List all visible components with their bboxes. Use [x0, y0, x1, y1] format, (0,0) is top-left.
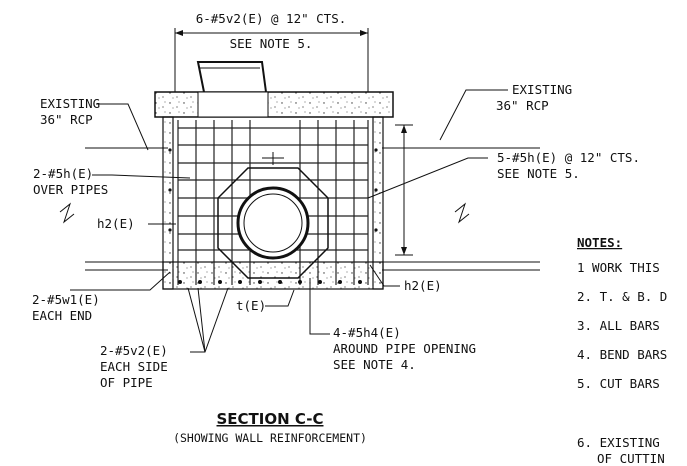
h4-line3: SEE NOTE 4. [333, 357, 416, 372]
v2-line2: EACH SIDE [100, 359, 168, 374]
right-bars-line1: 5-#5h(E) @ 12" CTS. [497, 150, 640, 165]
existing-rcp-left-line1: EXISTING [40, 96, 100, 111]
note-item: 1 WORK THIS [577, 260, 660, 275]
existing-rcp-right-line1: EXISTING [512, 82, 572, 97]
v2-line1: 2-#5v2(E) [100, 343, 168, 358]
h4-line1: 4-#5h4(E) [333, 325, 401, 340]
note-item: 4. BEND BARS [577, 347, 667, 362]
existing-pipes [59, 147, 540, 271]
top-slab [154, 61, 394, 118]
note-item: OF CUTTIN [597, 451, 665, 466]
box-walls [162, 116, 384, 290]
section-title: SECTION C-C [217, 410, 324, 428]
leader-lines [70, 89, 508, 353]
top-bars-label: 6-#5v2(E) @ 12" CTS. [196, 11, 347, 26]
pipe-opening [217, 152, 329, 279]
notes-panel: NOTES: 1 WORK THIS 2. T. & B. D 3. ALL B… [577, 235, 667, 466]
h2-right-label: h2(E) [404, 278, 442, 293]
notes-heading: NOTES: [577, 235, 622, 250]
t-label: t(E) [236, 298, 266, 313]
existing-rcp-right-line2: 36" RCP [496, 98, 549, 113]
dimension-lines [174, 28, 413, 256]
note-item: 3. ALL BARS [577, 318, 660, 333]
over-pipes-line1: 2-#5h(E) [33, 166, 93, 181]
over-pipes-line2: OVER PIPES [33, 182, 108, 197]
right-bars-line2: SEE NOTE 5. [497, 166, 580, 181]
w1-line1: 2-#5w1(E) [32, 292, 100, 307]
v2-line3: OF PIPE [100, 375, 153, 390]
h2-left-label: h2(E) [97, 216, 135, 231]
section-subtitle: (SHOWING WALL REINFORCEMENT) [173, 431, 367, 445]
w1-line2: EACH END [32, 308, 92, 323]
top-note-label: SEE NOTE 5. [230, 36, 313, 51]
note-item: 2. T. & B. D [577, 289, 667, 304]
note-item: 5. CUT BARS [577, 376, 660, 391]
existing-rcp-left-line2: 36" RCP [40, 112, 93, 127]
h4-line2: AROUND PIPE OPENING [333, 341, 476, 356]
note-item: 6. EXISTING [577, 435, 660, 450]
